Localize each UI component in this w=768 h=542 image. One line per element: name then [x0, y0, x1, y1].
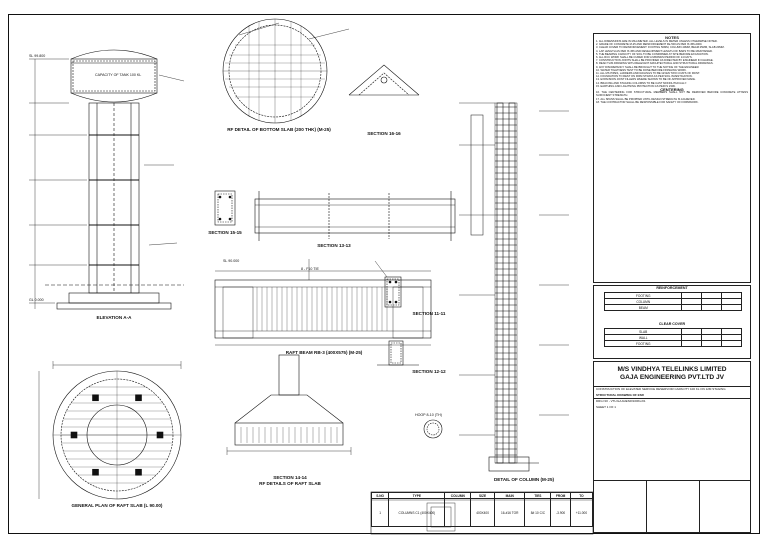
legend-cell: BEAM — [603, 304, 683, 311]
schedule-cell: 400X400 — [470, 498, 496, 527]
note-item: 8. READ THIS DRAWING WITH RELEVANT ARCHI… — [596, 62, 714, 66]
level-mid-label: SL 90.000 — [223, 259, 240, 263]
section-11-title: SECTION 11-11 — [412, 311, 446, 316]
note-item: 2. GRADE OF CONCRETE M-25 AND REINFORCEM… — [596, 43, 703, 47]
section-15-view — [214, 190, 236, 226]
notes-subheading: CENTERING — [660, 87, 684, 93]
section-11-view — [374, 260, 402, 308]
note-item: 9. ANY DISCREPANCY SHALL BE BROUGHT TO T… — [596, 65, 700, 69]
note-item: 10. WATER TIGHTNESS TEST TO BE DONE BEFO… — [596, 68, 687, 72]
legend-cell: FOOTING — [603, 340, 683, 347]
note-item: 18. THE CONTRACTOR SHALL BE RESPONSIBLE … — [596, 100, 699, 104]
legend-panel: REINFORCEMENT FOOTING COLUMN BEAM CLEAR … — [593, 285, 751, 359]
sheet-number: SHEET 1 OF 1 — [596, 404, 616, 409]
note-item: 16. THE CENTERING FOR STRUCTURAL MEMBERS… — [596, 91, 748, 98]
drawing-canvas — [29, 18, 594, 535]
project-title: CONSTRUCTION OF ELEVATED SERVICE RESERVO… — [594, 386, 750, 393]
schedule-cell — [444, 498, 472, 527]
column-schedule: S.NO TYPE COLUMN SIZE MAIN TIES FROM TO … — [370, 492, 594, 527]
level-gl-label: GL 0.000 — [29, 298, 44, 302]
column-detail-title: DETAIL OF COLUMN (M-25) — [493, 477, 555, 482]
schedule-cell: 8# 10 C/C — [524, 498, 552, 527]
legend-title-cover: CLEAR COVER — [658, 322, 686, 326]
note-item: 3. CLEAR COVER TO REINFORCEMENT: FOOTING… — [596, 46, 725, 50]
schedule-cell: -3.900 — [550, 498, 571, 527]
legend-table-b: SLAB WALL FOOTING — [603, 328, 742, 347]
drawing-title: STRUCTURAL DRAWING OF ESR — [596, 392, 644, 397]
section-14-view — [226, 354, 352, 455]
plan-title: GENERAL PLAN OF RAFT SLAB (L 90.00) — [71, 503, 163, 508]
elevation-view — [29, 49, 185, 310]
column-reinforcement-elevation — [459, 102, 569, 472]
raft-beam-title: RAFT BEAM RB-3 (400X575) (M-25) — [285, 350, 363, 355]
company-name: M/S VINDHYA TELELINKS LIMITED — [617, 366, 727, 373]
title-block: M/S VINDHYA TELELINKS LIMITED GAJA ENGIN… — [593, 361, 751, 533]
drawing-number: DRG NO - VTL/GAJA/ESR/100KL/01 — [594, 398, 750, 405]
section-15-title: SECTION 15-15 — [208, 230, 242, 235]
note-item: 11. ALL MS PIPES, LADDERS AND RAILINGS T… — [596, 72, 700, 76]
note-item: 13. EXPANSION JOINT FILLERS WHERE SHOWN … — [596, 78, 696, 82]
schedule-cell: COLUMNS C1 (400X400) — [388, 498, 446, 527]
section-13-title: SECTION 13-13 — [317, 243, 351, 248]
legend-title-reinforcement: REINFORCEMENT — [656, 286, 688, 290]
section-12-view — [377, 340, 419, 366]
notes-panel: NOTES 1. ALL DIMENSIONS ARE IN MILLIMETE… — [593, 33, 751, 283]
note-item: 14. BRACING AND STAGING COLUMNS TO BE CA… — [596, 81, 687, 85]
section-14-title: SECTION 14-14 — [273, 475, 307, 480]
bottom-slab-view — [222, 18, 350, 124]
note-item: 6. ALL RCC WORK SHALL BE CURED FOR A MIN… — [596, 56, 693, 60]
schedule-cell: 1 — [370, 498, 390, 527]
note-item: 15. EARTHING AND LIGHTNING PROTECTION AS… — [596, 84, 676, 88]
section-16-title: SECTION 16-16 — [367, 131, 401, 136]
section-14-subtitle: RF DETAILS OF RAFT SLAB — [259, 481, 321, 486]
note-item: 12. FOUNDATION TO REST ON FIRM STRATA AS… — [596, 75, 693, 79]
section-16-view — [348, 64, 420, 96]
note-item: 1. ALL DIMENSIONS ARE IN MILLIMETER. ALL… — [596, 40, 718, 43]
note-item: 5. THE BEARING CAPACITY OF SOIL TO BE CO… — [596, 52, 709, 56]
note-item: 17. ALL SPANS SHALL BE PROPPED UNTIL DES… — [596, 97, 696, 101]
bottom-slab-title: RF DETAIL OF BOTTOM SLAB (200 THK) (M-25… — [227, 127, 331, 132]
level-top-label: SL 99.800 — [29, 54, 46, 58]
section-13-view — [254, 191, 456, 241]
ring-label: 8 - F10 TIE — [301, 267, 319, 271]
schedule-cell: 16-#16 TOR — [494, 498, 526, 527]
hoop-detail — [423, 419, 443, 439]
capacity-label: CAPACITY OF TANK 100 KL — [95, 73, 142, 77]
raft-plan-view — [38, 361, 182, 500]
section-12-title: SECTION 12-12 — [412, 369, 446, 374]
drawing-sheet: ELEVATION A-A GENERAL PLAN OF RAFT SLAB … — [8, 14, 760, 535]
raft-beam-view — [214, 259, 432, 346]
elevation-title: ELEVATION A-A — [96, 315, 132, 320]
note-item: 4. LAP LENGTH AS PER IS 456 AND DEVELOPM… — [596, 49, 713, 53]
schedule-cell: +11.000 — [569, 498, 594, 527]
hoop-label: HOOP 8-10 (TH) — [415, 413, 442, 417]
legend-table-a: FOOTING COLUMN BEAM — [603, 292, 742, 311]
contractor-name: GAJA ENGINEERING PVT.LTD JV — [619, 374, 725, 381]
notes-heading: NOTES — [665, 35, 679, 40]
note-item: 7. CONSTRUCTION JOINTS SHALL BE PROVIDED… — [596, 59, 714, 63]
